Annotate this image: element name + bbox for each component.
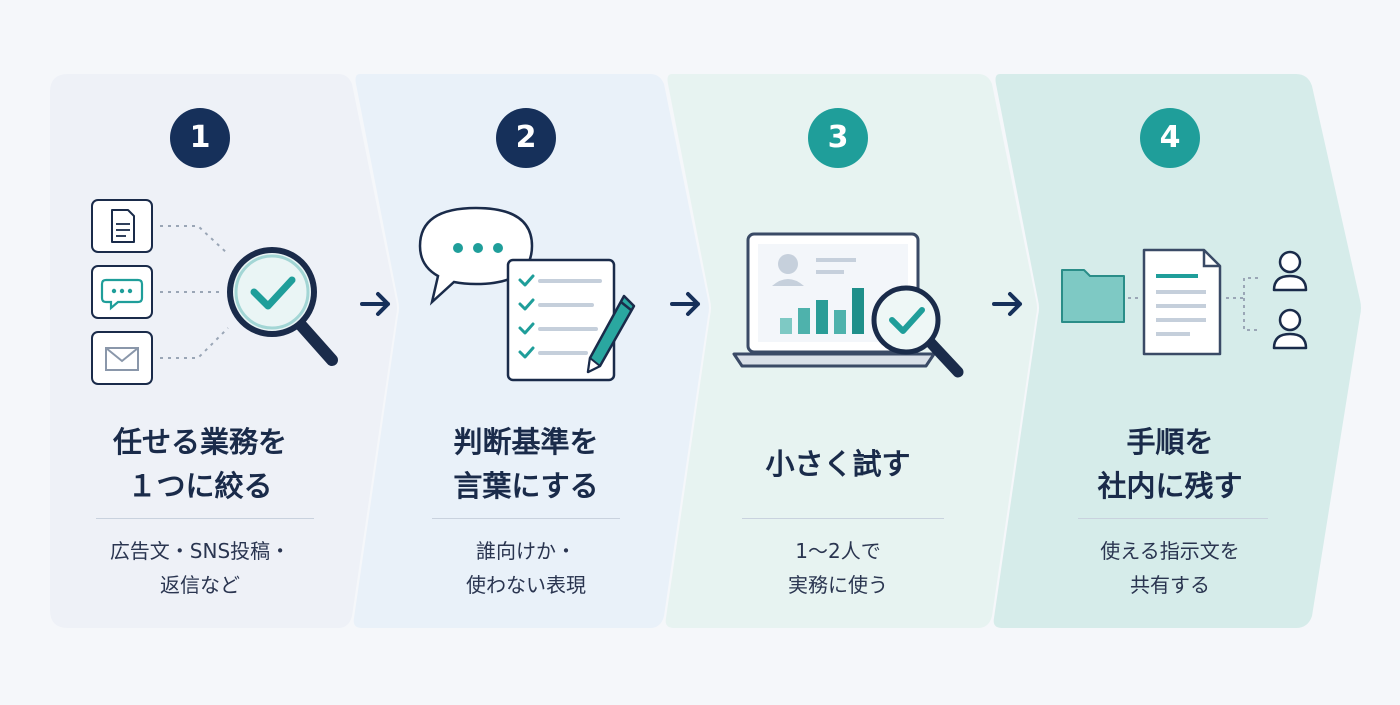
speech-bubble-icon [418, 206, 534, 306]
pen-icon [586, 294, 636, 374]
step-number-badge: 4 [1140, 108, 1200, 168]
step-description: 使える指示文を 共有する [1100, 539, 1240, 597]
arrow-right-icon [992, 292, 1022, 316]
folder-icon [1061, 269, 1125, 323]
divider [432, 518, 620, 519]
document-icon [1142, 248, 1222, 356]
step-number-badge: 3 [808, 108, 868, 168]
step-1: 1 [50, 74, 350, 628]
step-title: 小さく試す [765, 447, 911, 481]
step-2: 2 [376, 74, 676, 628]
step-number-badge: 2 [496, 108, 556, 168]
step-description: 広告文・SNS投稿・ 返信など [109, 539, 291, 597]
step-number-badge: 1 [170, 108, 230, 168]
step-title: 判断基準を 言葉にする [453, 425, 599, 503]
step-4-illustration [1061, 248, 1308, 356]
step-4: 4 [1020, 74, 1320, 628]
step-title: 手順を 社内に残す [1097, 425, 1243, 503]
arrow-right-icon [360, 292, 390, 316]
divider [742, 518, 944, 519]
magnifier-check-icon [227, 247, 338, 366]
step-description: 1〜2人で 実務に使う [788, 539, 888, 597]
user-icon [1272, 308, 1308, 350]
step-1-illustration [91, 199, 338, 385]
document-icon [91, 199, 153, 253]
mail-icon [91, 331, 153, 385]
arrow-right-icon [670, 292, 700, 316]
user-icon [1272, 250, 1308, 292]
step-3-illustration [732, 232, 964, 378]
step-title: 任せる業務を １つに絞る [112, 425, 287, 503]
chat-icon [91, 265, 153, 319]
divider [1078, 518, 1268, 519]
divider [96, 518, 314, 519]
step-3: 3 小さく試す [688, 74, 988, 628]
step-description: 誰向けか・ 使わない表現 [466, 539, 586, 597]
magnifier-check-icon [871, 285, 964, 378]
step-2-illustration [418, 206, 636, 382]
checklist-icon [506, 258, 616, 382]
